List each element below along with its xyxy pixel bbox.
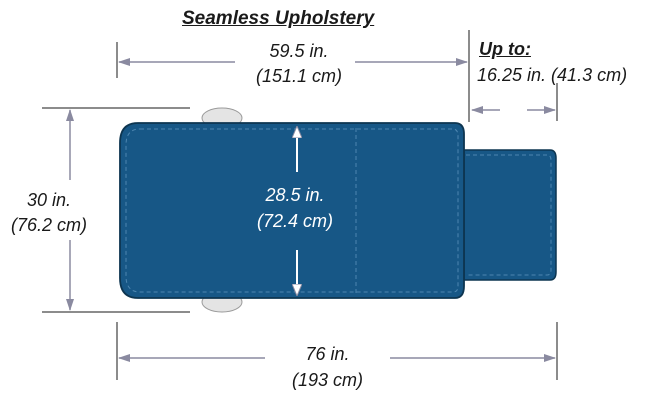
bottom-dimension-imperial: 76 in.	[305, 344, 350, 364]
width-dimension-imperial: 30 in.	[26, 190, 72, 210]
inner-dimension-metric: (72.4 cm)	[256, 211, 334, 231]
extension-value: 16.25 in. (41.3 cm)	[477, 65, 628, 85]
extension-section	[463, 149, 557, 281]
table-stitching	[125, 128, 459, 293]
extension-label: Up to:	[479, 39, 531, 59]
table-top	[119, 122, 465, 299]
width-dimension-metric: (76.2 cm)	[10, 215, 88, 235]
extension-stitching	[466, 154, 552, 276]
inner-dimension-imperial: 28.5 in.	[265, 185, 325, 205]
top-dimension-imperial: 59.5 in.	[269, 41, 329, 61]
bottom-dimension-metric: (193 cm)	[291, 370, 363, 390]
top-dimension-metric: (151.1 cm)	[255, 66, 343, 86]
diagram-title: Seamless Upholstery	[182, 8, 375, 29]
